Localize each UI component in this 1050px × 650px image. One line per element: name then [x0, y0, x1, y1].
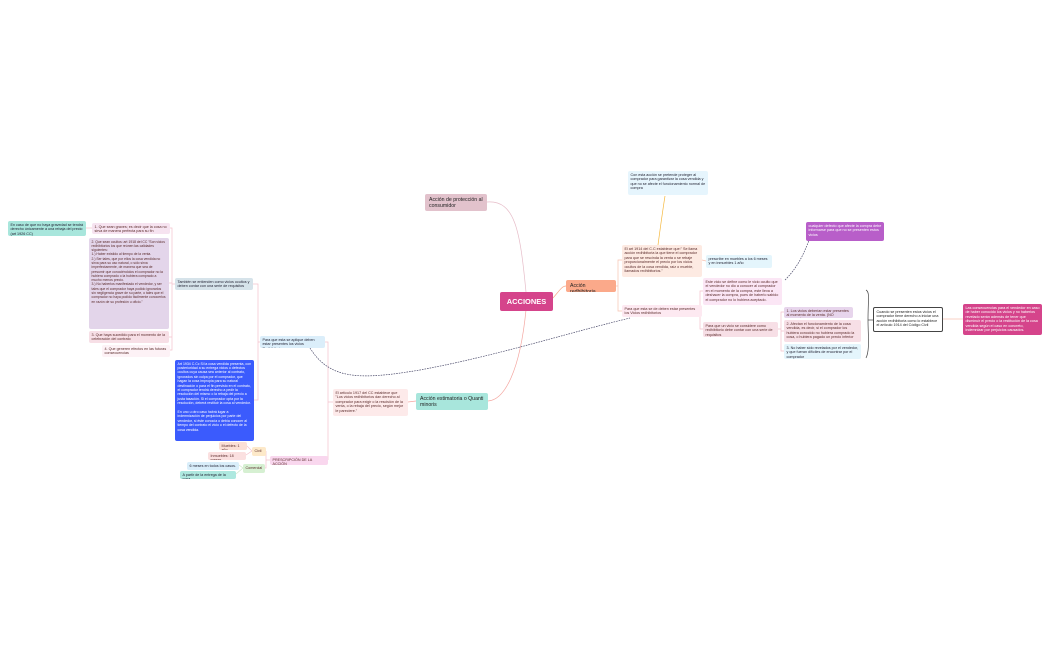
node-inmuebles[interactable]: Inmuebles: 18 meses	[208, 452, 246, 460]
node-requisito-graves[interactable]: 1. Que sean graves; es decir que la cosa…	[92, 223, 170, 234]
branch-accion-estimatoria[interactable]: Acción estimatoria o Quanti minoris	[416, 393, 488, 410]
branch-accion-redhibitoria[interactable]: Acción redhibitoria	[566, 280, 616, 292]
node-consecuencias[interactable]: Las consecuencias para el vendedor en ca…	[963, 304, 1042, 335]
node-cuando-se-presenten[interactable]: Cuando se presenten estos vicios el comp…	[873, 307, 943, 332]
node-entrega[interactable]: A partir de la entrega de la cosa.	[180, 471, 236, 479]
node-requisito-efectos[interactable]: 4. Que generen efectos en las futuras co…	[102, 345, 170, 357]
node-gravedad[interactable]: En caso de que no haya gravedad se tendr…	[8, 221, 86, 236]
central-topic-acciones[interactable]: ACCIONES	[500, 292, 553, 311]
node-art1914[interactable]: El art 1914 del C.C establece que:" Se l…	[622, 245, 702, 277]
branch-accion-proteccion[interactable]: Acción de protección al consumidor	[425, 194, 487, 211]
node-requisito-3[interactable]: 3. No haber sido revelados por el vended…	[784, 344, 861, 359]
node-requisito-1[interactable]: 1. Los vicios deberían estar presentes a…	[784, 307, 853, 318]
node-muebles[interactable]: Muebles: 1 año	[219, 442, 247, 450]
node-prescribe[interactable]: prescribe en muebles a los 6 meses y en …	[706, 255, 772, 268]
node-prescripcion[interactable]: PRESCRIPCIÓN DE LA ACCIÓN	[270, 456, 328, 465]
node-requisito-ocultos[interactable]: 2. Que sean ocultos: art 1918 del CC "So…	[89, 238, 169, 329]
node-cualquier-defecto[interactable]: cualquier defecto que afecte la compra d…	[806, 222, 884, 241]
node-seis-meses[interactable]: 6 meses en todos los casos.	[187, 462, 239, 470]
node-este-vicio[interactable]: Este vicio se define como le vicio ocult…	[703, 278, 782, 305]
node-para-que-redhibitoria[interactable]: Para que esta se de deben estar presente…	[622, 305, 702, 317]
node-para-que-estimatoria[interactable]: Para que esta se aplique deben estar pre…	[260, 336, 325, 348]
node-para-que-vicio[interactable]: Para que un vicio se considere como redh…	[703, 322, 778, 337]
node-requisito-sucedido[interactable]: 3. Que haya sucedido para el momento de …	[89, 331, 169, 343]
node-proteccion-note[interactable]: Con esta acción se pretende proteger al …	[628, 171, 708, 195]
node-comercial[interactable]: Comercial	[243, 464, 265, 473]
node-art1917[interactable]: El artículo 1917 del CC establece que "L…	[333, 389, 408, 416]
node-art1934[interactable]: Art 1934 C.Cc Si la cosa vendida present…	[175, 360, 254, 441]
node-civil[interactable]: Civil	[252, 447, 266, 456]
node-tambien-vicios-ocultos[interactable]: También se entienden como vicios ocultos…	[175, 278, 253, 290]
node-requisito-2[interactable]: 2. Afectan el funcionamiento de la cosa …	[784, 320, 861, 342]
